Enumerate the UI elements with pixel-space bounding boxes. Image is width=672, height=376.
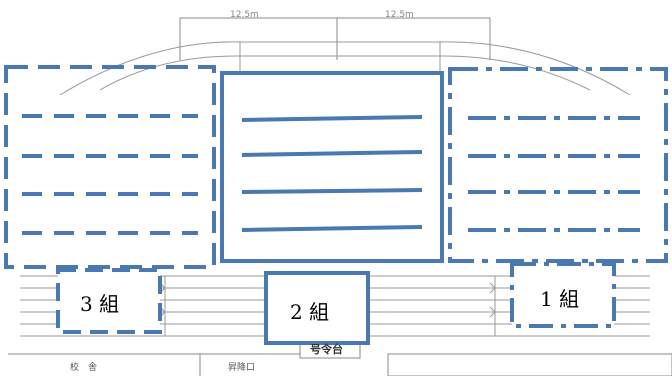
command-stand-label: 号令台 bbox=[310, 343, 343, 356]
group-1-label: 1 組 bbox=[540, 287, 580, 311]
entrance-label: 昇降口 bbox=[228, 363, 256, 373]
label-boxes bbox=[56, 262, 616, 345]
zone-group-2 bbox=[220, 71, 444, 263]
zone-group-1 bbox=[448, 67, 668, 263]
track-outline bbox=[59, 41, 631, 96]
group-2-label: 2 組 bbox=[290, 300, 330, 324]
dimension-lines bbox=[179, 17, 491, 60]
label-box-1 bbox=[510, 262, 616, 328]
school-building-label: 校 舎 bbox=[70, 363, 98, 373]
label-box-2 bbox=[264, 271, 370, 345]
measurement-right: 12.5m bbox=[385, 10, 414, 20]
label-box-3 bbox=[56, 268, 162, 334]
group-3-label: 3 組 bbox=[80, 292, 120, 316]
measurement-left: 12.5m bbox=[230, 10, 259, 20]
building-outlines bbox=[8, 335, 672, 376]
zone-group-3 bbox=[4, 65, 216, 269]
